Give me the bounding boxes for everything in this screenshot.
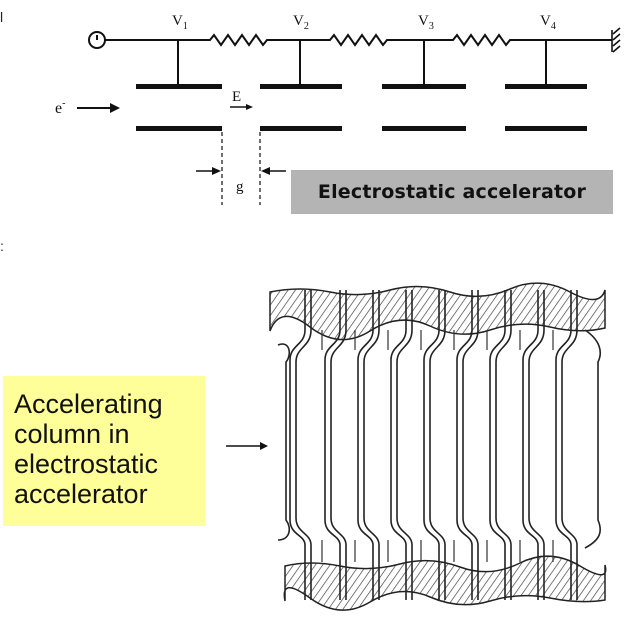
column-stems <box>321 330 554 562</box>
field-arrow-icon <box>246 104 253 110</box>
electrode-lower-3 <box>382 126 466 131</box>
gap-arrow-right-icon <box>261 167 270 175</box>
pointer-arrow-icon <box>260 442 268 450</box>
edge-mark-top: l <box>0 9 4 25</box>
voltage-label-2: V2 <box>293 13 309 32</box>
column-right-cap <box>584 329 601 549</box>
gap-arrow-left-icon <box>212 167 221 175</box>
accelerating-column-caption: Accelerating column in electrostatic acc… <box>3 376 205 526</box>
gap-label: g <box>236 179 244 195</box>
electrodes <box>136 84 587 131</box>
resistor-chain <box>105 33 612 47</box>
caption-line: accelerator <box>14 479 148 509</box>
electron-beam: e- <box>55 98 120 117</box>
column-top-band <box>269 282 606 341</box>
electrostatic-accelerator-caption: Electrostatic accelerator <box>291 170 613 214</box>
edge-mark-middle: : <box>0 238 4 254</box>
field-label: E <box>232 89 241 105</box>
field-arrow: E <box>230 89 253 110</box>
electrode-upper-1 <box>136 84 222 89</box>
voltage-label-4: V4 <box>540 13 556 32</box>
electrode-upper-4 <box>505 84 587 89</box>
ground-icon <box>611 27 621 53</box>
electrode-lower-1 <box>136 126 222 131</box>
accelerating-column <box>269 282 607 611</box>
electron-label: e- <box>55 98 65 117</box>
electrode-lower-2 <box>260 126 342 131</box>
gap-dimension: g <box>196 132 286 205</box>
voltage-label-1: V1 <box>172 13 188 32</box>
caption-line: Accelerating <box>14 389 163 419</box>
electron-arrow-icon <box>110 103 120 113</box>
electrode-lower-4 <box>505 126 587 131</box>
caption-line: electrostatic <box>14 449 159 479</box>
schematic <box>88 27 621 86</box>
electrode-upper-3 <box>382 84 466 89</box>
column-left-cap <box>277 343 291 541</box>
caption-line: column in <box>14 419 130 449</box>
voltage-label-3: V3 <box>418 13 434 32</box>
voltage-labels: V1 V2 V3 V4 <box>172 13 556 32</box>
column-pointer <box>226 442 268 450</box>
electrode-upper-2 <box>260 84 342 89</box>
column-electrodes <box>289 290 578 600</box>
